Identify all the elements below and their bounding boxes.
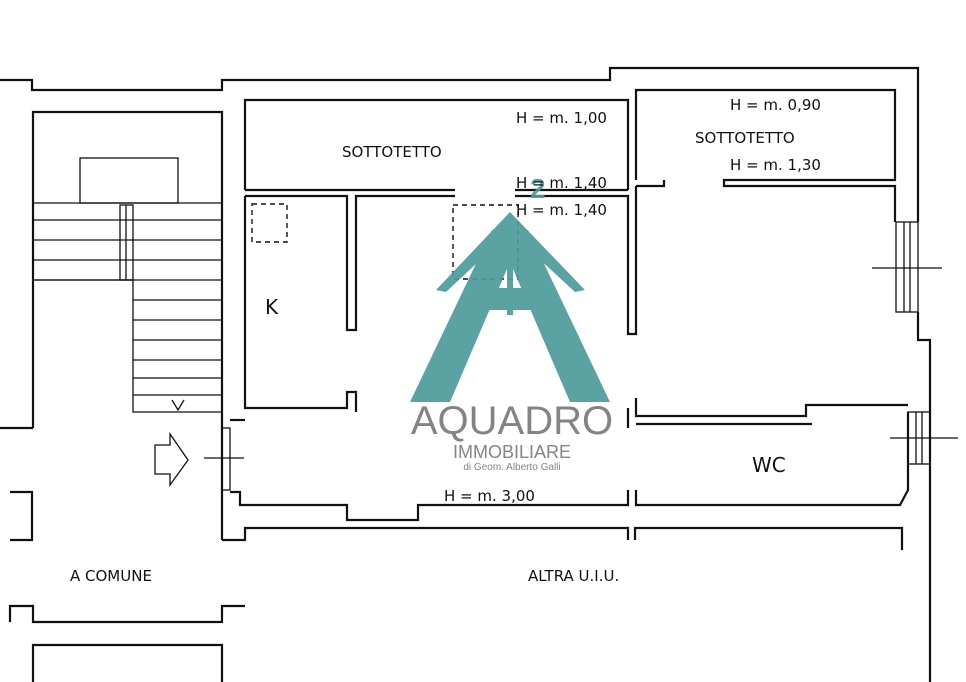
staircase [33,157,222,413]
label-sottotetto-right: SOTTOTETTO [695,129,795,147]
window-markers [204,221,958,491]
height-left-top: H = m. 1,00 [516,109,607,127]
height-mid-top: H = m. 1,40 [516,201,607,219]
height-main: H = m. 3,00 [444,487,535,505]
label-kitchen: K [265,295,279,319]
label-other-unit: ALTRA U.I.U. [528,567,619,585]
label-common-area: A COMUNE [70,567,152,585]
label-sottotetto-left: SOTTOTETTO [342,143,442,161]
aquadro-logo: 2 AQUADRO IMMOBILIARE di Geom. Alberto G… [410,173,613,473]
height-labels: H = m. 1,00 H = m. 1,40 H = m. 1,40 H = … [444,96,821,505]
logo-owner: di Geom. Alberto Galli [463,462,560,473]
logo-brand: AQUADRO [411,399,613,443]
height-left-low: H = m. 1,40 [516,174,607,192]
inner-walls [230,88,908,428]
room-labels: SOTTOTETTO SOTTOTETTO K WC A COMUNE ALTR… [70,129,795,585]
height-right-low: H = m. 1,30 [730,156,821,174]
label-wc: WC [752,453,786,477]
lower-walls [8,490,245,682]
entrance-arrow-icon [154,431,189,488]
logo-superscript: 2 [530,173,546,204]
logo-sub: IMMOBILIARE [453,442,571,462]
height-right-top: H = m. 0,90 [730,96,821,114]
